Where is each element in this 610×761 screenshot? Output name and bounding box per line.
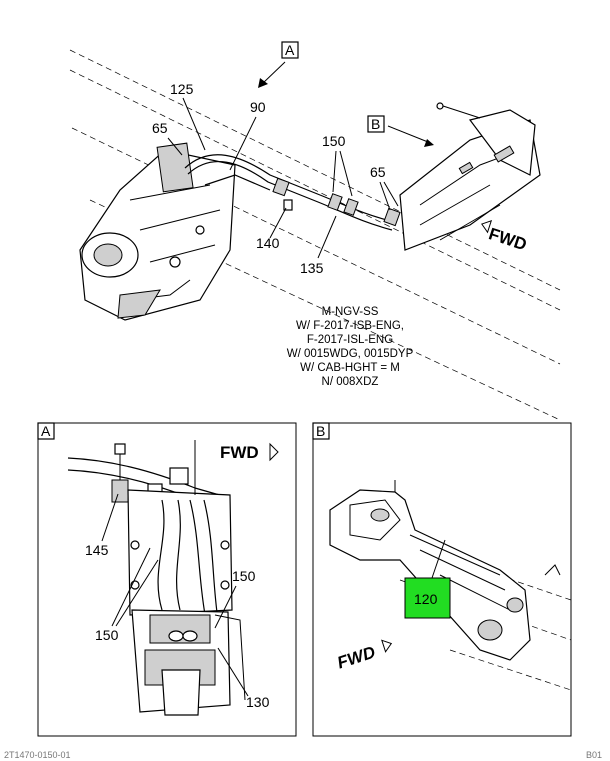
callout-150: 150	[322, 133, 346, 149]
fwd-arrow-a-icon	[269, 442, 279, 462]
harness-tubes	[184, 154, 401, 231]
view-b-letter: B	[371, 116, 380, 132]
note-line-3: F-2017-ISL-ENG	[307, 334, 393, 346]
detail-b-panel: B 120 FWD	[312, 422, 572, 737]
note-line-1: M-NGV-SS	[322, 306, 379, 318]
note-line-4: W/ 0015WDG, 0015DYP	[287, 348, 414, 360]
bracket-b-assembly	[399, 102, 541, 251]
fwd-label-a: FWD	[220, 443, 259, 462]
callout-150-left: 150	[95, 627, 119, 643]
view-a-letter: A	[285, 42, 295, 58]
fwd-label-main: FWD	[486, 224, 529, 254]
config-notes: M-NGV-SS W/ F-2017-ISB-ENG, F-2017-ISL-E…	[287, 306, 414, 388]
fwd-indicator-b: FWD	[335, 639, 393, 673]
note-line-5: W/ CAB-HGHT = M	[300, 362, 400, 374]
note-line-2: W/ F-2017-ISB-ENG,	[296, 320, 404, 332]
callout-140: 140	[256, 235, 280, 251]
fwd-label-b: FWD	[335, 643, 378, 673]
detail-a-panel: A FWD 145 150	[37, 422, 297, 737]
callout-90: 90	[250, 99, 266, 115]
reel-assembly	[79, 142, 236, 321]
frame-rail-outline	[69, 49, 561, 421]
view-b-box	[367, 115, 385, 133]
callout-125: 125	[170, 81, 194, 97]
callout-135: 135	[300, 260, 324, 276]
footer-page-code: B01	[586, 750, 602, 760]
callout-120-highlight	[404, 577, 451, 619]
fwd-indicator-main: FWD	[481, 220, 529, 254]
detail-a-label: A	[41, 423, 51, 439]
fwd-arrow-b-icon	[381, 639, 393, 653]
footer-drawing-id: 2T1470-0150-01	[4, 750, 71, 760]
callout-145: 145	[85, 542, 109, 558]
main-view: A B 125 90 65 150 65 140 135 FWD M	[69, 41, 561, 421]
callout-150-right: 150	[232, 568, 256, 584]
note-line-6: N/ 008XDZ	[322, 376, 379, 388]
detail-b-label: B	[316, 423, 325, 439]
view-a-box	[281, 41, 299, 59]
callout-65-right: 65	[370, 164, 386, 180]
callout-65-left: 65	[152, 120, 168, 136]
callout-120: 120	[414, 591, 438, 607]
callout-130: 130	[246, 694, 270, 710]
